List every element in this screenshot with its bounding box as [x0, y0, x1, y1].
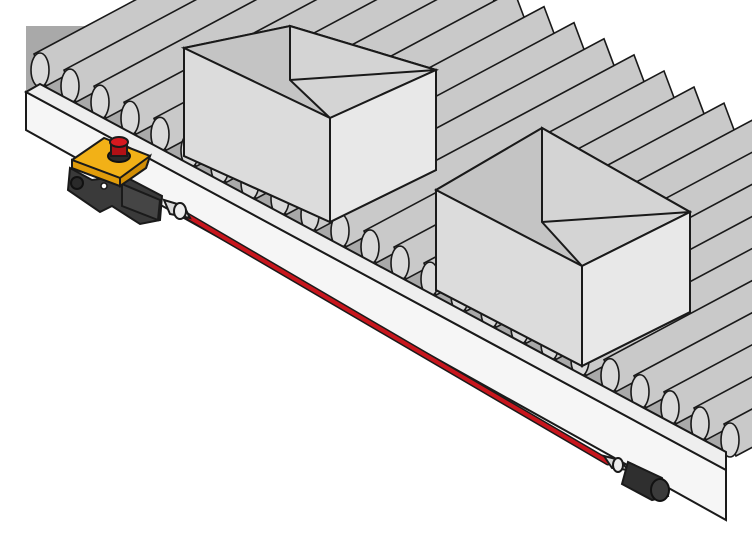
wire-end-terminal: [601, 454, 670, 502]
roller-end: [720, 422, 740, 458]
rope-pull-switch: [66, 136, 164, 226]
emergency-stop-button: [107, 136, 131, 163]
pull-wire: [178, 209, 612, 466]
carton-box-1: [180, 24, 439, 224]
conveyor-side-frame: [23, 82, 727, 522]
wire-tensioner: [162, 198, 192, 220]
roller-end: [30, 52, 50, 88]
carton-box-2: [433, 126, 693, 368]
